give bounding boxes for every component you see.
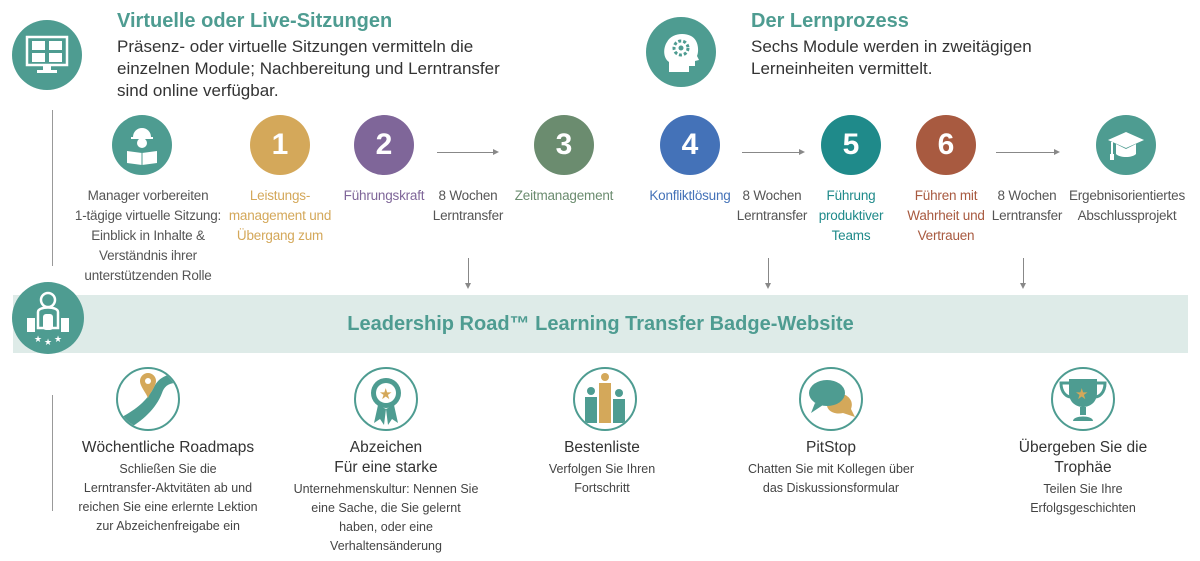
feature-trophy-description: Teilen Sie Ihre Erfolgsgeschichten xyxy=(1030,482,1136,515)
feature-pitstop-description: Chatten Sie mit Kollegen über das Diskus… xyxy=(747,462,915,495)
virtual-sessions-description: Präsenz- oder virtuelle Sitzungen vermit… xyxy=(117,37,500,100)
manager-prep-label: Manager vorbereiten 1-tägige virtuelle S… xyxy=(74,188,222,283)
kart-driver-icon: ★★★ xyxy=(12,282,84,354)
module-2-label: Führungskraft xyxy=(343,188,425,203)
module-4-circle: 4 xyxy=(660,115,720,175)
module-2-circle: 2 xyxy=(354,115,414,175)
svg-text:★: ★ xyxy=(34,334,42,344)
arrow-right-1 xyxy=(437,149,499,155)
svg-text:★: ★ xyxy=(1075,386,1088,403)
module-5-label: Führung produktiver Teams xyxy=(818,188,884,243)
module-3-label: Zeitmanagement xyxy=(514,188,614,203)
feature-roadmaps-title: Wöchentliche Roadmaps xyxy=(81,439,255,456)
badge-website-band: Leadership Road™ Learning Transfer Badge… xyxy=(13,295,1188,353)
feature-trophy-title: Übergeben Sie die Trophäe xyxy=(1018,439,1148,476)
arrow-right-3 xyxy=(996,149,1060,155)
virtual-session-icon xyxy=(12,20,82,90)
badge-website-title: Leadership Road™ Learning Transfer Badge… xyxy=(347,313,854,335)
feature-badges-description: Unternehmenskultur: Nennen Sie eine Sach… xyxy=(293,482,479,553)
svg-text:★: ★ xyxy=(54,334,62,344)
arrow-right-2 xyxy=(742,149,805,155)
arrow-down-1 xyxy=(465,258,471,289)
transfer-label-2: 8 Wochen Lerntransfer xyxy=(736,188,808,223)
feature-badges-title: Abzeichen Für eine starke xyxy=(334,439,438,476)
feature-pitstop-title: PitStop xyxy=(806,439,856,456)
trophy-icon: ★ xyxy=(1051,367,1115,431)
feature-leaderboard-description: Verfolgen Sie Ihren Fortschritt xyxy=(548,462,656,495)
manager-reading-icon xyxy=(112,115,172,175)
arrow-down-3 xyxy=(1020,258,1026,289)
module-6-label: Führen mit Wahrheit und Vertrauen xyxy=(907,188,985,243)
chat-bubbles-icon xyxy=(799,367,863,431)
module-3-circle: 3 xyxy=(534,115,594,175)
badge-ribbon-icon: ★ xyxy=(354,367,418,431)
transfer-label-1: 8 Wochen Lerntransfer xyxy=(432,188,504,223)
module-5-circle: 5 xyxy=(821,115,881,175)
graduation-cap-icon xyxy=(1096,115,1156,175)
svg-text:★: ★ xyxy=(44,337,52,346)
learning-process-title: Der Lernprozess xyxy=(751,10,909,32)
module-6-circle: 6 xyxy=(916,115,976,175)
feature-leaderboard-title: Bestenliste xyxy=(564,439,640,456)
timeline-line-top xyxy=(52,110,53,266)
timeline-line-bottom xyxy=(52,395,53,511)
leaderboard-icon xyxy=(573,367,637,431)
feature-roadmaps-description: Schließen Sie die Lerntransfer-Aktvitäte… xyxy=(78,462,258,533)
learning-process-description: Sechs Module werden in zweitägigen Lerne… xyxy=(751,37,1032,78)
roadmap-pin-icon xyxy=(116,367,180,431)
arrow-down-2 xyxy=(765,258,771,289)
final-project-label: Ergebnisorientiertes Abschlussprojekt xyxy=(1068,188,1186,223)
module-1-label: Leistungs- management und Übergang zum xyxy=(228,188,332,243)
transfer-label-3: 8 Wochen Lerntransfer xyxy=(991,188,1063,223)
learning-head-gear-icon xyxy=(646,17,716,87)
virtual-sessions-title: Virtuelle oder Live-Sitzungen xyxy=(117,10,393,32)
module-4-label: Konfliktlösung xyxy=(649,188,731,203)
svg-text:★: ★ xyxy=(379,386,392,403)
module-1-circle: 1 xyxy=(250,115,310,175)
